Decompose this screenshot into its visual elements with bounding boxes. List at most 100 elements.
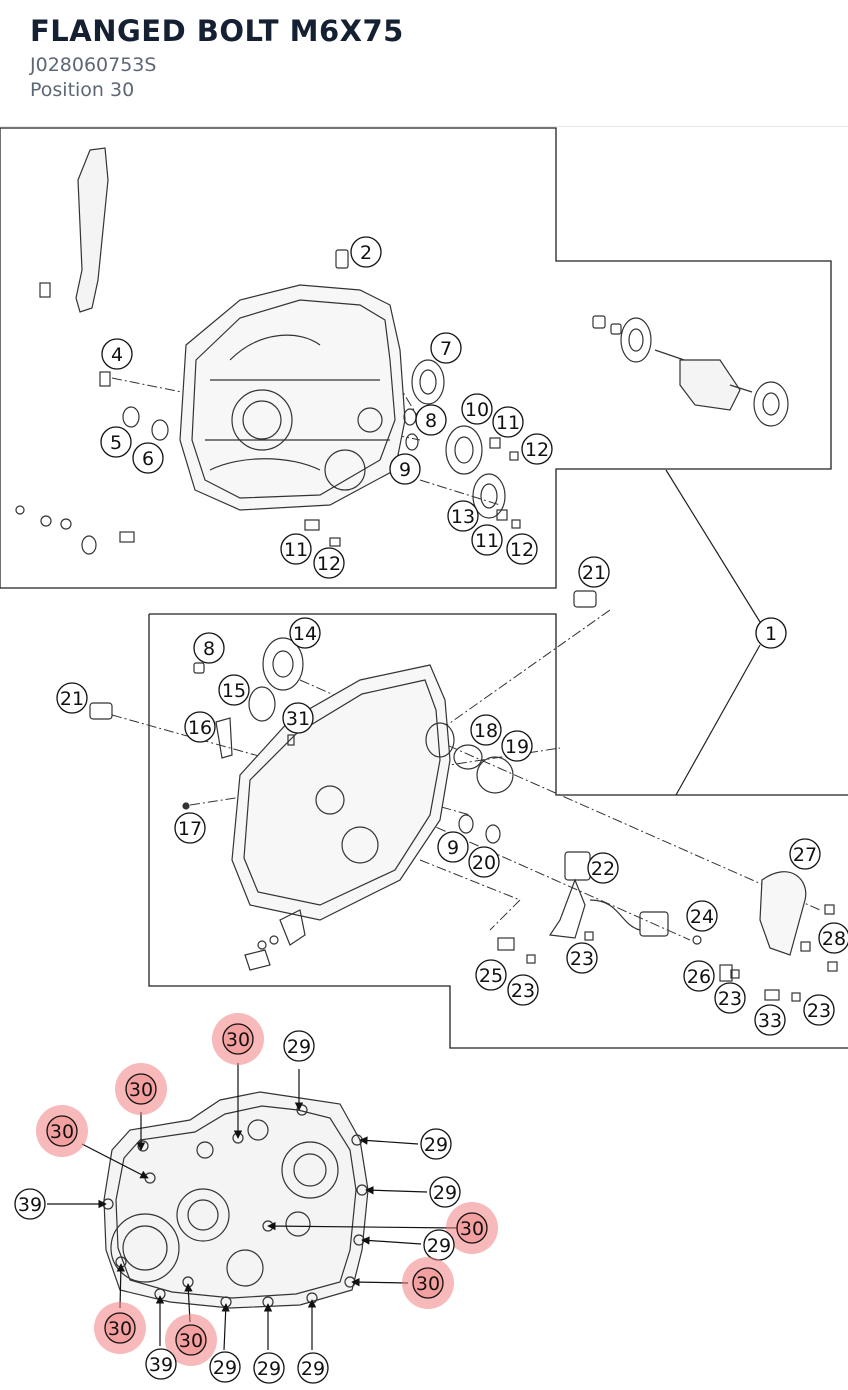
callout-c6[interactable]: 6	[132, 442, 164, 474]
callout-c2[interactable]: 2	[350, 236, 382, 268]
callout-number: 30	[416, 1273, 440, 1295]
callout-c21a[interactable]: 21	[578, 556, 610, 588]
callout-c30e[interactable]: 30	[402, 1257, 454, 1309]
callout-c17[interactable]: 17	[174, 812, 206, 844]
callout-c11c[interactable]: 11	[280, 533, 312, 565]
callout-number: 13	[451, 506, 475, 528]
position-label: Position 30	[30, 79, 135, 101]
callout-c9b[interactable]: 9	[437, 831, 469, 863]
callout-ring	[313, 547, 345, 579]
callout-ring	[297, 1352, 329, 1384]
callout-ring	[415, 404, 447, 436]
callout-ring	[492, 406, 524, 438]
callout-c12a[interactable]: 12	[521, 433, 553, 465]
callout-c29d[interactable]: 29	[423, 1229, 455, 1261]
callout-c27[interactable]: 27	[789, 838, 821, 870]
callout-number: 10	[465, 399, 489, 421]
callout-c30g[interactable]: 30	[165, 1314, 217, 1366]
callout-c30a[interactable]: 30	[212, 1013, 264, 1065]
callout-c12b[interactable]: 12	[506, 533, 538, 565]
callout-ring	[429, 1176, 461, 1208]
callout-c28[interactable]: 28	[818, 922, 848, 954]
callout-number: 5	[110, 432, 122, 454]
callout-number: 39	[18, 1194, 42, 1216]
callout-c23c[interactable]: 23	[714, 982, 746, 1014]
callout-c8a[interactable]: 8	[415, 404, 447, 436]
callout-ring	[14, 1188, 46, 1220]
callout-c29e[interactable]: 29	[209, 1351, 241, 1383]
callout-c26[interactable]: 26	[683, 960, 715, 992]
callout-c24[interactable]: 24	[686, 900, 718, 932]
callout-c10[interactable]: 10	[461, 393, 493, 425]
callout-ring	[686, 900, 718, 932]
callout-c4[interactable]: 4	[101, 338, 133, 370]
callout-c29g[interactable]: 29	[297, 1352, 329, 1384]
callout-c5[interactable]: 5	[100, 426, 132, 458]
callout-number: 4	[111, 344, 123, 366]
callout-c12c[interactable]: 12	[313, 547, 345, 579]
callout-number: 9	[447, 837, 459, 859]
callout-c25[interactable]: 25	[475, 959, 507, 991]
callout-number: 6	[142, 448, 154, 470]
callout-c29f[interactable]: 29	[253, 1352, 285, 1384]
callout-c20[interactable]: 20	[468, 846, 500, 878]
callout-c11a[interactable]: 11	[492, 406, 524, 438]
callout-c18[interactable]: 18	[470, 714, 502, 746]
callout-number: 29	[427, 1235, 451, 1257]
callout-ring	[289, 617, 321, 649]
callout-c30c[interactable]: 30	[36, 1105, 88, 1157]
callout-c8b[interactable]: 8	[193, 632, 225, 664]
callout-c29c[interactable]: 29	[429, 1176, 461, 1208]
callout-number: 24	[690, 906, 714, 928]
callout-c7[interactable]: 7	[430, 332, 462, 364]
callout-number: 11	[284, 539, 308, 561]
callout-c30f[interactable]: 30	[94, 1302, 146, 1354]
callout-c21b[interactable]: 21	[56, 682, 88, 714]
callout-c31[interactable]: 31	[282, 702, 314, 734]
callout-number: 29	[213, 1357, 237, 1379]
callout-c23d[interactable]: 23	[803, 994, 835, 1026]
callout-c1[interactable]: 1	[755, 617, 787, 649]
part-title: FLANGED BOLT M6X75	[30, 14, 404, 48]
callout-c13[interactable]: 13	[447, 500, 479, 532]
callout-number: 19	[505, 736, 529, 758]
callout-c29a[interactable]: 29	[283, 1030, 315, 1062]
callout-c23a[interactable]: 23	[566, 942, 598, 974]
callout-ring	[803, 994, 835, 1026]
callout-c29b[interactable]: 29	[420, 1128, 452, 1160]
callout-number: 29	[433, 1182, 457, 1204]
callout-c15[interactable]: 15	[218, 674, 250, 706]
callout-ring	[420, 1128, 452, 1160]
callout-number: 28	[822, 928, 846, 950]
callout-ring	[253, 1352, 285, 1384]
callout-c30d[interactable]: 30	[446, 1202, 498, 1254]
callout-c33[interactable]: 33	[754, 1004, 786, 1036]
callout-ring	[471, 524, 503, 556]
callout-number: 21	[582, 562, 606, 584]
callout-number: 12	[317, 553, 341, 575]
callout-c39b[interactable]: 39	[145, 1348, 177, 1380]
callout-c39a[interactable]: 39	[14, 1188, 46, 1220]
callout-c16[interactable]: 16	[184, 711, 216, 743]
callout-c30b[interactable]: 30	[115, 1063, 167, 1115]
callout-ring	[456, 1212, 488, 1244]
callout-number: 23	[807, 1000, 831, 1022]
callout-c9a[interactable]: 9	[389, 453, 421, 485]
sensor-and-cover-parts-drawing	[497, 851, 838, 1002]
callout-ring	[412, 1267, 444, 1299]
callout-ring	[209, 1351, 241, 1383]
callout-number: 33	[758, 1010, 782, 1032]
callout-number: 11	[496, 412, 520, 434]
callout-number: 8	[425, 410, 437, 432]
callout-number: 23	[511, 980, 535, 1002]
callout-c11b[interactable]: 11	[471, 524, 503, 556]
callout-number: 12	[525, 439, 549, 461]
upper-crankcase-half-drawing	[15, 147, 521, 555]
callout-ring	[447, 500, 479, 532]
callout-c14[interactable]: 14	[289, 617, 321, 649]
callout-c23b[interactable]: 23	[507, 974, 539, 1006]
callout-c19[interactable]: 19	[501, 730, 533, 762]
callout-c22[interactable]: 22	[587, 852, 619, 884]
callout-number: 30	[179, 1330, 203, 1352]
